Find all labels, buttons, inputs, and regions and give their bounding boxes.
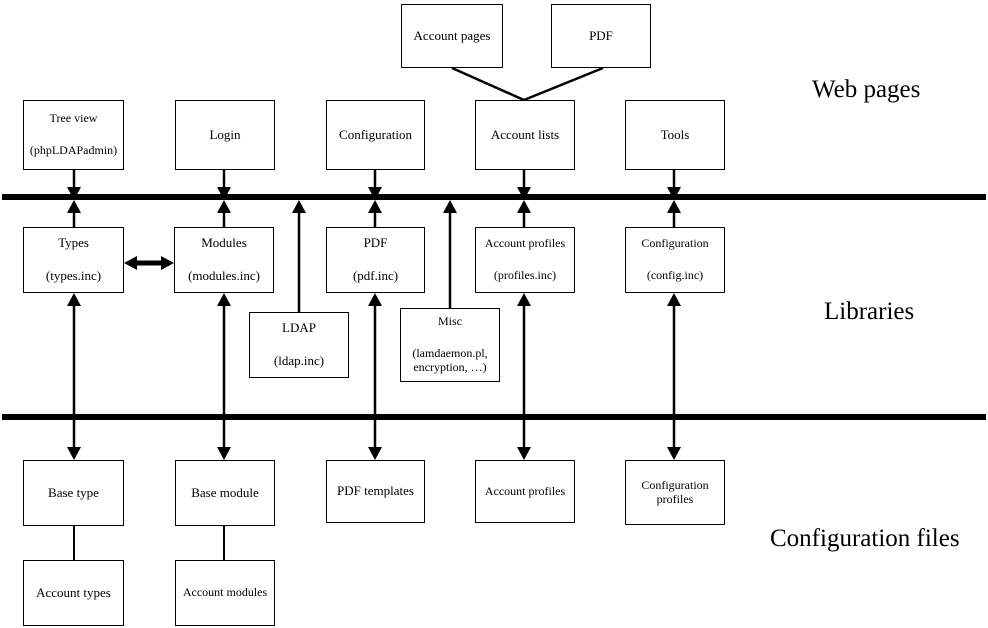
node-account-profiles-cfg: Account profiles (475, 460, 575, 523)
configuration-lib-to-bar (667, 200, 681, 227)
separator-web-libraries (2, 194, 986, 200)
types-to-bar (67, 200, 81, 227)
node-label-secondary: (config.inc) (646, 268, 704, 282)
account-profiles-to-bar (517, 200, 531, 227)
config-from-below (667, 293, 681, 414)
types-from-below (67, 293, 81, 414)
node-label-secondary: (lamdaemon.pl, encryption, …) (412, 346, 488, 374)
pdf-lib-to-bar (368, 200, 382, 227)
node-label-primary: Account pages (413, 27, 491, 43)
node-label-primary: Account profiles (484, 236, 566, 251)
bar-to-account-profiles (517, 420, 531, 460)
node-account-pages: Account pages (401, 4, 503, 68)
separator-libraries-config (2, 414, 986, 420)
node-label-primary: Tools (660, 126, 690, 142)
bar-to-config-profiles (667, 420, 681, 460)
account-pages-to-account-lists (451, 66, 525, 102)
node-tree-view: Tree view (phpLDAPadmin) (23, 100, 124, 170)
misc-to-bar (443, 200, 457, 308)
node-pdf-lib: PDF (pdf.inc) (326, 227, 425, 293)
modules-to-bar (217, 200, 231, 227)
node-label-primary: LDAP (282, 320, 316, 336)
pdf-lib-from-below (368, 293, 382, 414)
node-misc-lib: Misc (lamdaemon.pl, encryption, …) (400, 308, 500, 382)
node-label-secondary: (modules.inc) (188, 268, 260, 283)
node-pdf-page: PDF (551, 4, 651, 68)
modules-from-below (217, 293, 231, 414)
bar-to-base-type (67, 420, 81, 460)
tools-to-bar (667, 170, 681, 200)
node-account-modules: Account modules (175, 560, 275, 626)
node-label-primary: Configuration (641, 236, 709, 251)
node-account-lists: Account lists (475, 100, 575, 170)
bar-to-base-module (217, 420, 231, 460)
profiles-from-below (517, 293, 531, 414)
node-label-primary: Account modules (182, 585, 268, 600)
node-account-types: Account types (23, 560, 124, 626)
node-label-primary: Configuration (641, 477, 709, 492)
node-configuration-lib: Configuration (config.inc) (625, 227, 725, 293)
node-label-primary: Account lists (490, 126, 560, 142)
types-modules-bidirectional (124, 256, 174, 270)
node-label-secondary: profiles (656, 491, 694, 506)
node-label-primary: Configuration (339, 126, 412, 142)
node-login: Login (175, 100, 275, 170)
node-label-primary: Modules (201, 235, 247, 251)
node-base-type: Base type (23, 460, 124, 526)
node-label-primary: Tree view (49, 111, 98, 126)
zone-label-web-pages: Web pages (812, 76, 921, 103)
node-pdf-templates: PDF templates (326, 460, 425, 523)
node-types-lib: Types (types.inc) (23, 227, 124, 293)
account-lists-to-bar (517, 170, 531, 200)
node-label-primary: Types (58, 235, 89, 251)
node-label-secondary: (ldap.inc) (273, 353, 325, 368)
node-label-primary: Account types (36, 584, 111, 600)
ldap-to-bar (292, 200, 306, 312)
node-label-secondary: (pdf.inc) (352, 268, 399, 283)
configuration-page-to-bar (368, 170, 382, 200)
node-label-secondary: (profiles.inc) (493, 268, 557, 282)
node-label-primary: Base type (48, 484, 99, 500)
node-label-secondary: (phpLDAPadmin) (29, 143, 118, 157)
node-label-primary: PDF templates (337, 483, 414, 499)
login-to-bar (217, 170, 231, 200)
node-label-primary: Misc (438, 314, 462, 329)
node-base-module: Base module (175, 460, 275, 526)
node-label-primary: PDF (363, 235, 388, 251)
node-label-primary: Login (209, 126, 241, 142)
node-label-primary: PDF (589, 27, 613, 43)
node-label-secondary: (types.inc) (45, 268, 102, 283)
node-label-primary: Base module (191, 484, 259, 500)
node-label-primary: Account profiles (484, 483, 566, 498)
node-modules-lib: Modules (modules.inc) (174, 227, 274, 293)
zone-label-libraries: Libraries (824, 298, 915, 325)
zone-label-configuration-files: Configuration files (770, 525, 960, 552)
node-configuration-page: Configuration (326, 100, 425, 170)
node-tools: Tools (625, 100, 725, 170)
node-account-profiles-lib: Account profiles (profiles.inc) (475, 227, 575, 293)
tree-view-to-bar (67, 170, 81, 200)
node-ldap-lib: LDAP (ldap.inc) (249, 312, 349, 378)
pdf-to-account-lists (523, 66, 604, 102)
bar-to-pdf-templates (368, 420, 382, 460)
